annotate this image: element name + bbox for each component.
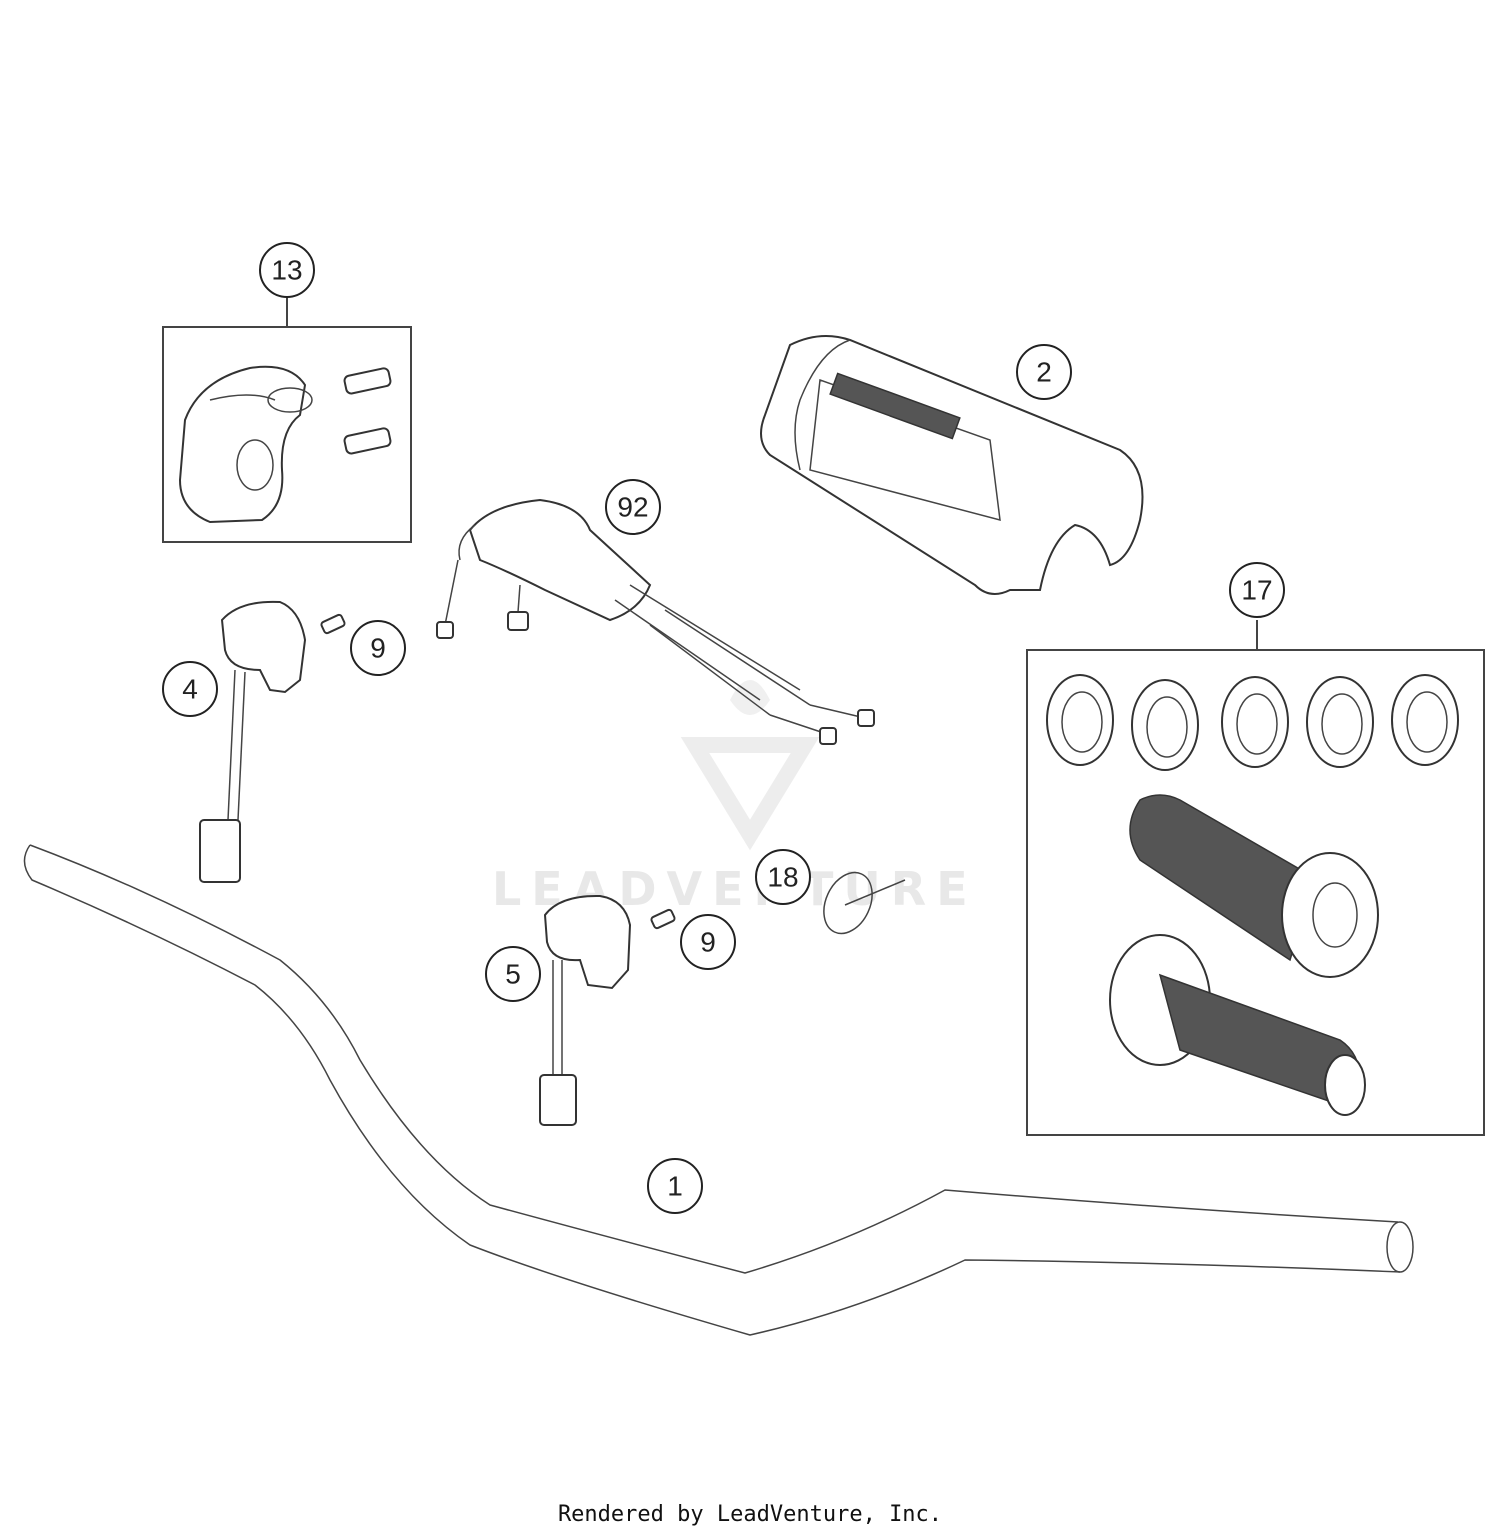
- render-credit: Rendered by LeadVenture, Inc.: [557, 1502, 943, 1527]
- callout-4-label: 4: [182, 674, 198, 705]
- handlebar-pad-part: [760, 335, 1144, 595]
- callout-1: 1: [647, 1158, 703, 1214]
- callout-4: 4: [162, 661, 218, 717]
- throttle-assembly-part: [436, 498, 875, 745]
- callout-13: 13: [259, 242, 315, 298]
- right-switch-part: [539, 894, 676, 1126]
- left-switch-part: [199, 600, 346, 883]
- callout-92: 92: [605, 479, 661, 535]
- callout-17-label: 17: [1241, 575, 1272, 606]
- handlebar-part: [23, 844, 1414, 1336]
- callout-9-upper: 9: [350, 620, 406, 676]
- callout-18-label: 18: [767, 862, 798, 893]
- grip-set-part: [1046, 674, 1459, 1116]
- callout-2-label: 2: [1036, 357, 1052, 388]
- callout-17: 17: [1229, 562, 1285, 618]
- callout-13-label: 13: [271, 255, 302, 286]
- callout-2: 2: [1016, 344, 1072, 400]
- callout-9-upper-label: 9: [370, 633, 386, 664]
- callout-5-label: 5: [505, 959, 521, 990]
- callout-1-label: 1: [667, 1171, 683, 1202]
- callout-9-lower-label: 9: [700, 927, 716, 958]
- callout-18: 18: [755, 849, 811, 905]
- clamp-part-13: [178, 365, 392, 524]
- part-17-frame: [1026, 649, 1485, 1136]
- callout-5: 5: [485, 946, 541, 1002]
- callout-92-label: 92: [617, 492, 648, 523]
- callout-9-lower: 9: [680, 914, 736, 970]
- cable-tie-part: [823, 871, 906, 935]
